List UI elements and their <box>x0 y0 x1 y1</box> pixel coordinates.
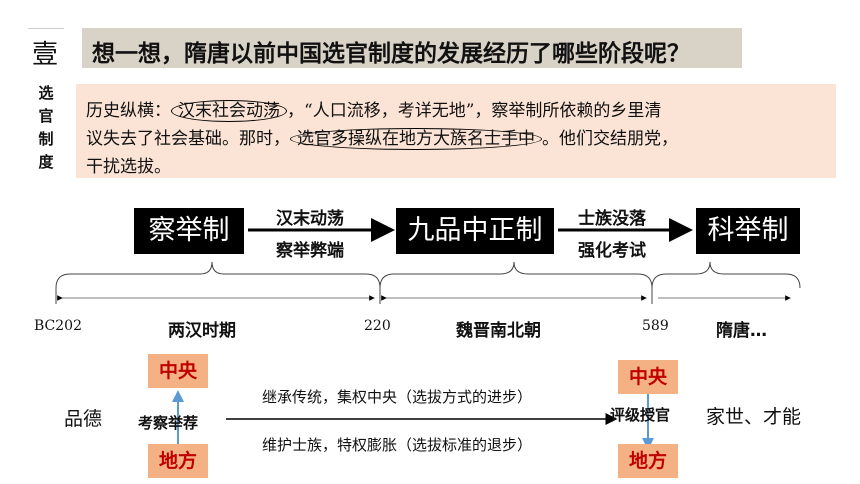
transition-label: 强化考试 <box>578 241 646 261</box>
system-box-chajuzhi: 察举制 <box>134 208 244 254</box>
timeline-tick-label: BC202 <box>34 318 82 334</box>
right-local-box: 地方 <box>618 444 678 478</box>
comparison-note-top: 继承传统，集权中央（选拔方式的进步） <box>262 388 533 406</box>
period-label: 两汉时期 <box>168 321 236 341</box>
side-label-char: 制 <box>38 130 54 148</box>
quote-text: 。他们交结朋党， <box>542 129 678 149</box>
quote-line-3: 干扰选拔。 <box>86 157 171 177</box>
period-brace <box>651 261 801 289</box>
right-method-label: 评级授官 <box>610 406 671 424</box>
quote-line-1: 历史纵横：汉末社会动荡，“人口流移，考详无地”，察举制所依赖的乡里清 <box>86 96 662 122</box>
side-label-char: 度 <box>38 153 54 171</box>
transition-label: 汉末动荡 <box>276 209 344 229</box>
right-criterion: 家世、才能 <box>706 406 802 428</box>
left-central-box: 中央 <box>148 354 208 388</box>
section-number: 壹 <box>32 40 59 70</box>
timeline-tick-label: 589 <box>642 318 669 334</box>
left-local-box: 地方 <box>148 444 208 478</box>
comparison-note-bottom: 维护士族，特权膨胀（选拔标准的退步） <box>262 436 533 454</box>
system-box-kejuzhi: 科举制 <box>696 208 800 254</box>
left-criterion: 品德 <box>64 408 103 430</box>
transition-label: 察举弊端 <box>276 241 344 261</box>
question-text: 想一想，隋唐以前中国选官制度的发展经历了哪些阶段呢？ <box>92 41 690 67</box>
quote-line-2: 议失去了社会基础。那时，选官多操纵在地方大族名士手中。他们交结朋党， <box>86 124 678 150</box>
side-label-char: 官 <box>38 107 54 125</box>
system-box-jiupinzhongzhengzhi: 九品中正制 <box>396 208 554 254</box>
question-banner <box>82 28 742 68</box>
history-quote-box <box>76 84 836 178</box>
timeline-tick-label: 220 <box>364 318 391 334</box>
quote-text: ，“人口流移，考详无地”，察举制所依赖的乡里清 <box>287 101 662 121</box>
circled-phrase: 汉末社会动荡 <box>171 100 287 122</box>
period-brace <box>379 261 653 289</box>
left-method-label: 考察举荐 <box>138 414 199 432</box>
period-label: 魏晋南北朝 <box>456 321 541 341</box>
quote-text: 历史纵横： <box>86 101 171 121</box>
side-label-char: 选 <box>38 84 54 102</box>
right-central-box: 中央 <box>618 360 678 394</box>
transition-label: 士族没落 <box>578 209 646 229</box>
quote-text: 议失去了社会基础。那时， <box>86 129 290 149</box>
period-label: 隋唐… <box>716 321 767 341</box>
circled-phrase: 选官多操纵在地方大族名士手中 <box>290 128 542 150</box>
period-brace <box>55 261 381 289</box>
header-divider <box>28 28 64 29</box>
side-label: 选 官 制 度 <box>34 82 58 174</box>
